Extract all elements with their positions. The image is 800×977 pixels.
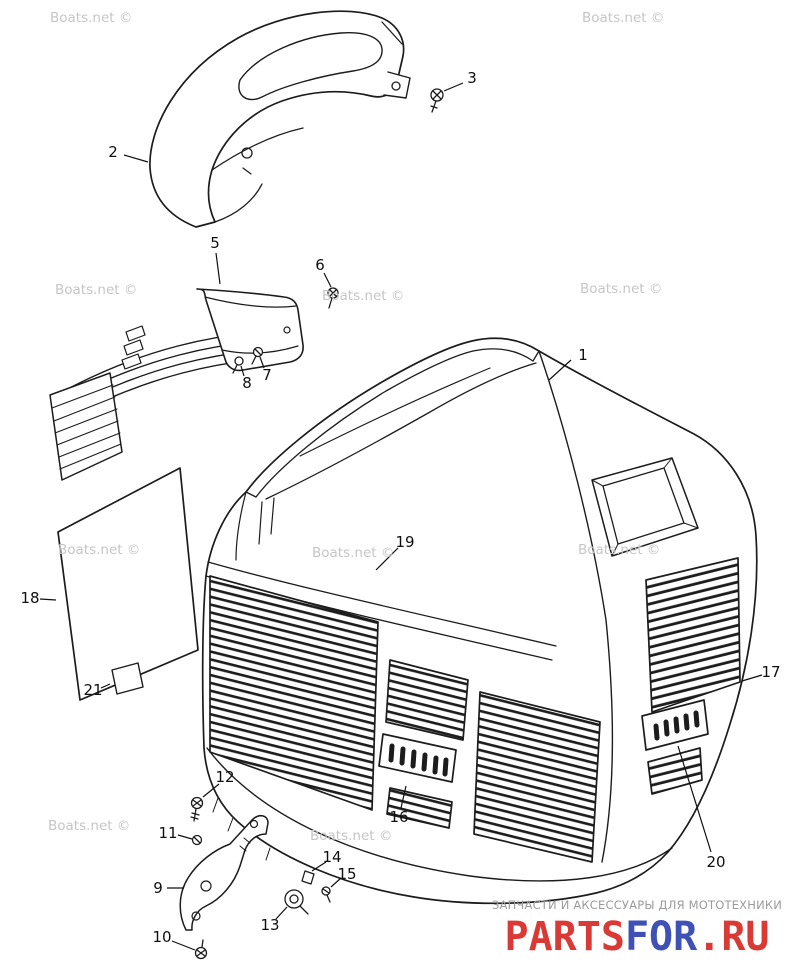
part-number-1: 1: [578, 346, 588, 364]
part-number-20: 20: [706, 853, 725, 871]
sheet-18-art: [57, 467, 199, 701]
part-number-2: 2: [108, 143, 118, 161]
footer: ЗАПЧАСТИ И АКСЕССУАРЫ ДЛЯ МОТОТЕХНИКИ PA…: [482, 898, 792, 957]
logo-letter: U: [745, 914, 770, 960]
leader-line-part-15: [330, 877, 342, 888]
leader-line-part-18: [39, 598, 57, 601]
footer-tagline: ЗАПЧАСТИ И АКСЕССУАРЫ ДЛЯ МОТОТЕХНИКИ: [491, 898, 783, 912]
leader-line-part-10: [171, 940, 196, 951]
logo-letter: A: [528, 914, 553, 960]
part-number-7: 7: [262, 366, 272, 384]
main-cowl-art: [201, 337, 758, 905]
leader-line-part-8: [240, 365, 245, 377]
leader-line-part-3: [443, 82, 464, 92]
plate-21-art: [111, 662, 144, 695]
logo-letter: F: [624, 914, 650, 960]
top-cowl-art: [149, 10, 411, 228]
part-number-11: 11: [158, 824, 177, 842]
leader-line-part-11: [177, 834, 193, 840]
part-number-21: 21: [83, 681, 102, 699]
watermark: Boats.net ©: [58, 542, 140, 558]
part-number-12: 12: [215, 768, 234, 786]
logo-letter: O: [649, 914, 674, 960]
leader-line-part-20: [677, 745, 712, 853]
part-number-16: 16: [389, 808, 408, 826]
screw-3-art: [430, 88, 444, 113]
watermark: Boats.net ©: [55, 282, 137, 298]
bracket-fasteners-art: [190, 796, 331, 960]
leader-line-part-13: [275, 906, 288, 920]
logo-letter: P: [504, 914, 529, 960]
part-number-5: 5: [210, 234, 220, 252]
part-number-10: 10: [152, 928, 171, 946]
watermarks: Boats.net © Boats.net © Boats.net © Boats.n…: [48, 10, 664, 844]
logo-letter: S: [600, 914, 625, 960]
part-number-18: 18: [20, 589, 39, 607]
leader-line-part-1: [548, 359, 572, 381]
logo-letter: R: [552, 914, 577, 960]
watermark: Boats.net ©: [578, 542, 660, 558]
watermark: Boats.net ©: [322, 288, 404, 304]
part-number-8: 8: [242, 374, 252, 392]
partsfor-logo: PARTSFOR.RU: [482, 917, 792, 957]
watermark: Boats.net ©: [310, 828, 392, 844]
watermark: Boats.net ©: [312, 545, 394, 561]
part-number-6: 6: [315, 256, 325, 274]
leader-line-part-2: [123, 154, 149, 163]
part-number-19: 19: [395, 533, 414, 551]
grille-right-side: [645, 557, 741, 713]
part-number-3: 3: [467, 69, 477, 87]
logo-letter: .: [697, 914, 722, 960]
leader-line-part-19: [375, 547, 399, 571]
leader-line-part-5: [215, 252, 221, 285]
logo-letter: T: [576, 914, 601, 960]
leader-line-part-21: [100, 683, 111, 689]
leader-line-part-7: [259, 356, 265, 369]
logo-letter: R: [721, 914, 746, 960]
part-number-9: 9: [153, 879, 163, 897]
logo-letter: R: [673, 914, 698, 960]
leader-line-part-16: [400, 785, 407, 809]
watermark: Boats.net ©: [580, 281, 662, 297]
part-number-17: 17: [761, 663, 780, 681]
part-number-15: 15: [337, 865, 356, 883]
part-number-14: 14: [322, 848, 341, 866]
seal-strip-art: [49, 288, 304, 481]
badge-20: [641, 699, 709, 751]
part-number-13: 13: [260, 916, 279, 934]
bracket-9-art: [179, 815, 269, 931]
watermark: Boats.net ©: [582, 10, 664, 26]
grille-left: [209, 575, 379, 811]
watermark: Boats.net ©: [48, 818, 130, 834]
leader-line-part-6: [323, 272, 332, 288]
badge-16: [378, 733, 457, 783]
grille-right-lower: [647, 747, 703, 795]
small-screws-art: [232, 287, 339, 374]
watermark: Boats.net ©: [50, 10, 132, 26]
leader-line-part-17: [741, 674, 763, 682]
leader-line-part-12: [202, 783, 220, 798]
grille-right-center: [473, 691, 601, 863]
grille-center-upper: [385, 659, 469, 741]
leader-line-part-14: [311, 861, 327, 872]
